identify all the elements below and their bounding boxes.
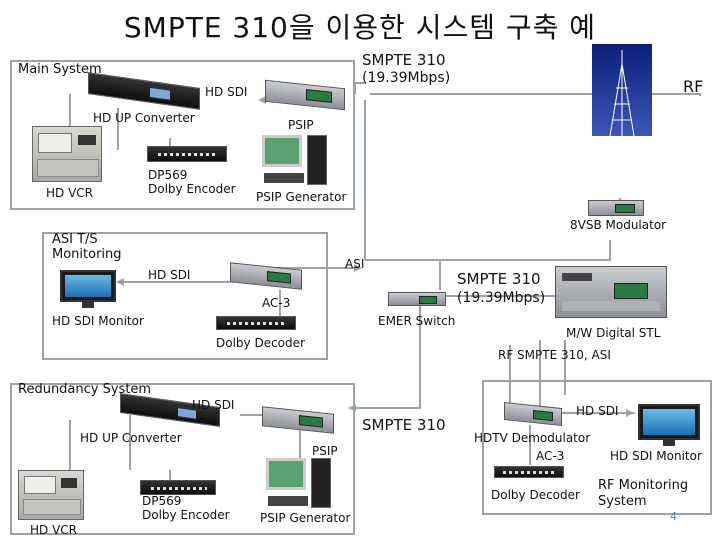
rf-top-label: RF [683,77,704,96]
8vsb-modulator-label: 8VSB Modulator [570,218,667,232]
rf-monitoring-box [482,380,712,515]
psip-label-1: PSIP [288,118,314,132]
8vsb-modulator-device-icon [588,200,644,216]
hd-vcr-label-2: HD VCR [30,523,78,537]
dolby-decoder-label-1: Dolby Decoder [216,336,305,350]
rf-monitoring-label: RF Monitoring [598,478,689,493]
rf-smpte-asi-label: RF SMPTE 310, ASI [498,348,611,362]
hd-vcr-label-1: HD VCR [46,186,94,200]
mw-digital-stl-device-icon [555,266,667,318]
dp569-label-2: DP569 [142,494,182,508]
hd-sdi-label-2: HD SDI [148,268,191,282]
psip-generator-label-1: PSIP Generator [256,190,347,204]
hd-vcr-2-icon [18,470,84,520]
rate-top-label: (19.39Mbps) [362,70,451,86]
antenna-tower-icon [592,44,652,136]
hd-sdi-label-3: HD SDI [192,398,235,412]
dolby-encoder-label-2: Dolby Encoder [142,508,230,522]
hd-up-converter-label-1: HD UP Converter [93,111,195,125]
psip-pc-workstation-icon [262,135,342,187]
smpte310-bottom-label: SMPTE 310 [362,416,446,434]
main-system-label: Main System [18,62,102,77]
system-label: System [598,494,647,509]
dp569-dolby-encoder-icon [147,146,227,162]
page-title: SMPTE 310을 이용한 시스템 구축 예 [123,11,597,44]
hd-sdi-label-4: HD SDI [576,404,619,418]
dolby-encoder-label-1: Dolby Encoder [148,182,236,196]
hd-sdi-monitor-label-2: HD SDI Monitor [610,449,702,463]
psip-label-2: PSIP [312,444,338,458]
hdtv-demodulator-label: HDTV Demodulator [474,431,591,445]
hd-sdi-monitor-icon [60,270,116,310]
hd-vcr-icon [32,126,102,182]
dolby-decoder-2-device-icon [494,466,564,478]
emer-switch-label: EMER Switch [378,314,456,328]
smpte310-mid-label: SMPTE 310 [457,270,541,288]
dp569-label-1: DP569 [148,168,188,182]
hd-sdi-monitor-2-icon [638,404,700,448]
ac3-label-1: AC-3 [262,296,291,310]
redundancy-system-label: Redundancy System [18,382,152,397]
asi-label: ASI [345,257,365,271]
page-number: 4 [670,510,677,523]
hd-up-converter-label-2: HD UP Converter [80,431,182,445]
mw-digital-stl-label: M/W Digital STL [566,326,661,340]
rate-mid-label: (19.39Mbps) [457,290,546,306]
dolby-decoder-label-2: Dolby Decoder [491,488,580,502]
ac3-label-2: AC-3 [536,449,565,463]
monitoring-label: Monitoring [52,247,122,262]
psip-pc-workstation-2-icon [266,458,346,510]
redundancy-system-box [10,383,355,535]
hd-sdi-label-1: HD SDI [205,85,248,99]
psip-generator-label-2: PSIP Generator [260,511,351,525]
dolby-decoder-device-icon [216,316,296,330]
asi-ts-label: ASI T/S [52,232,98,247]
smpte310-top-label: SMPTE 310 [362,51,446,69]
main-system-box [10,60,355,210]
asi-monitoring-box [42,232,328,360]
hd-sdi-monitor-label-1: HD SDI Monitor [52,314,144,328]
emer-switch-device-icon [388,292,446,306]
dp569-dolby-encoder-2-icon [140,480,216,495]
